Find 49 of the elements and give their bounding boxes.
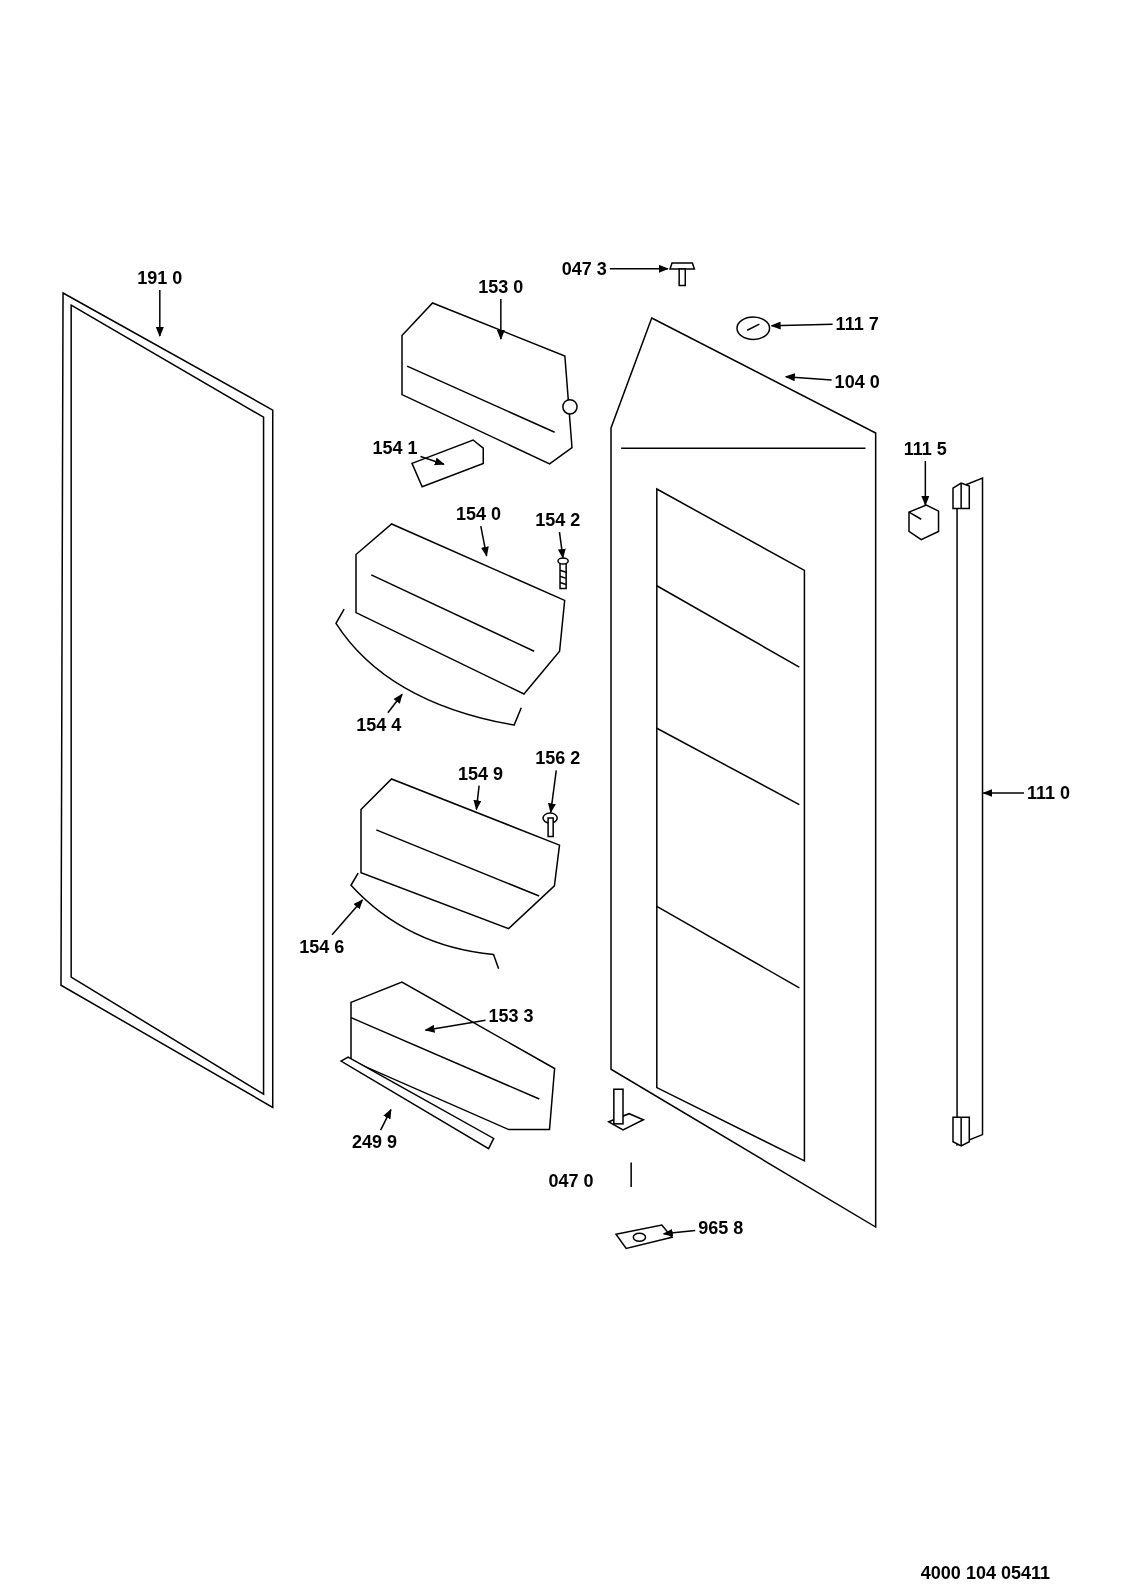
- leader-line: [784, 373, 833, 382]
- hinge-block-drawing: [909, 504, 939, 540]
- callout-number: 153 0: [478, 278, 524, 297]
- leader-line: [419, 455, 445, 466]
- leader-line: [496, 298, 505, 340]
- leader-line: [387, 693, 403, 714]
- leader-line: [155, 289, 164, 337]
- callout-number: 104 0: [834, 372, 880, 391]
- leader-line: [473, 784, 482, 811]
- callout-number: 154 6: [299, 937, 345, 956]
- callout-number: 154 2: [535, 511, 581, 530]
- callout-number: 111 0: [1027, 784, 1071, 802]
- leader-line: [331, 899, 364, 936]
- callout-number: 047 3: [561, 259, 607, 278]
- callout-number: 047 0: [548, 1171, 594, 1190]
- leader-line: [770, 321, 834, 330]
- callout-number: 965 8: [698, 1218, 744, 1237]
- leader-line: [662, 1228, 696, 1237]
- leader-line: [480, 525, 489, 557]
- door-shelf-drawing: [356, 524, 565, 695]
- leader-line: [424, 1019, 487, 1033]
- callout-number: 249 9: [352, 1133, 398, 1152]
- callout-number: 111 7: [835, 314, 879, 333]
- screw-drawing: [669, 262, 695, 285]
- door-handle-drawing: [952, 478, 983, 1147]
- callout-number: 156 2: [535, 749, 581, 768]
- callout-number: 153 3: [488, 1006, 534, 1025]
- callout-number: 154 1: [372, 438, 418, 457]
- callout-number: 191 0: [137, 268, 183, 287]
- leader-line: [379, 1108, 392, 1131]
- leader-line: [557, 531, 566, 559]
- leader-line: [921, 460, 930, 506]
- leader-line: [609, 264, 669, 273]
- door-shelf-drawing: [361, 778, 560, 929]
- shelf-rail-drawing: [351, 870, 501, 972]
- cap-drawing: [737, 316, 770, 339]
- pin-drawing: [557, 557, 568, 589]
- trim-strip-drawing: [341, 1056, 494, 1149]
- leader-line: [982, 789, 1025, 797]
- drawing-number: 4000 104 05411: [920, 1563, 1050, 1582]
- door-gasket-drawing: [61, 293, 273, 1108]
- leader-line: [547, 769, 557, 814]
- callout-number: 154 9: [457, 764, 503, 783]
- callout-number: 154 0: [455, 505, 501, 524]
- callout-number: 154 4: [356, 715, 402, 734]
- hinge-bracket-drawing: [615, 1224, 672, 1249]
- dairy-cover-drawing: [402, 303, 578, 465]
- screw-drawing: [542, 813, 557, 837]
- callout-number: 111 5: [903, 439, 947, 458]
